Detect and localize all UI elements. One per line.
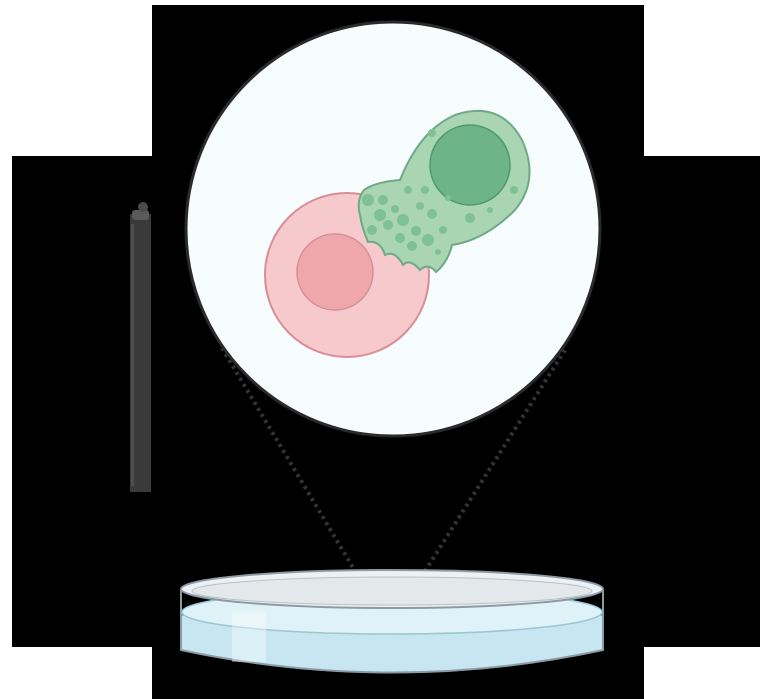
petri-dish [181,570,603,673]
target-cell-nucleus [297,234,373,310]
pipette-icon [130,202,151,492]
effector-cell-nucleus [430,125,510,205]
background-panel-right [644,156,760,647]
magnified-inset [186,22,600,436]
